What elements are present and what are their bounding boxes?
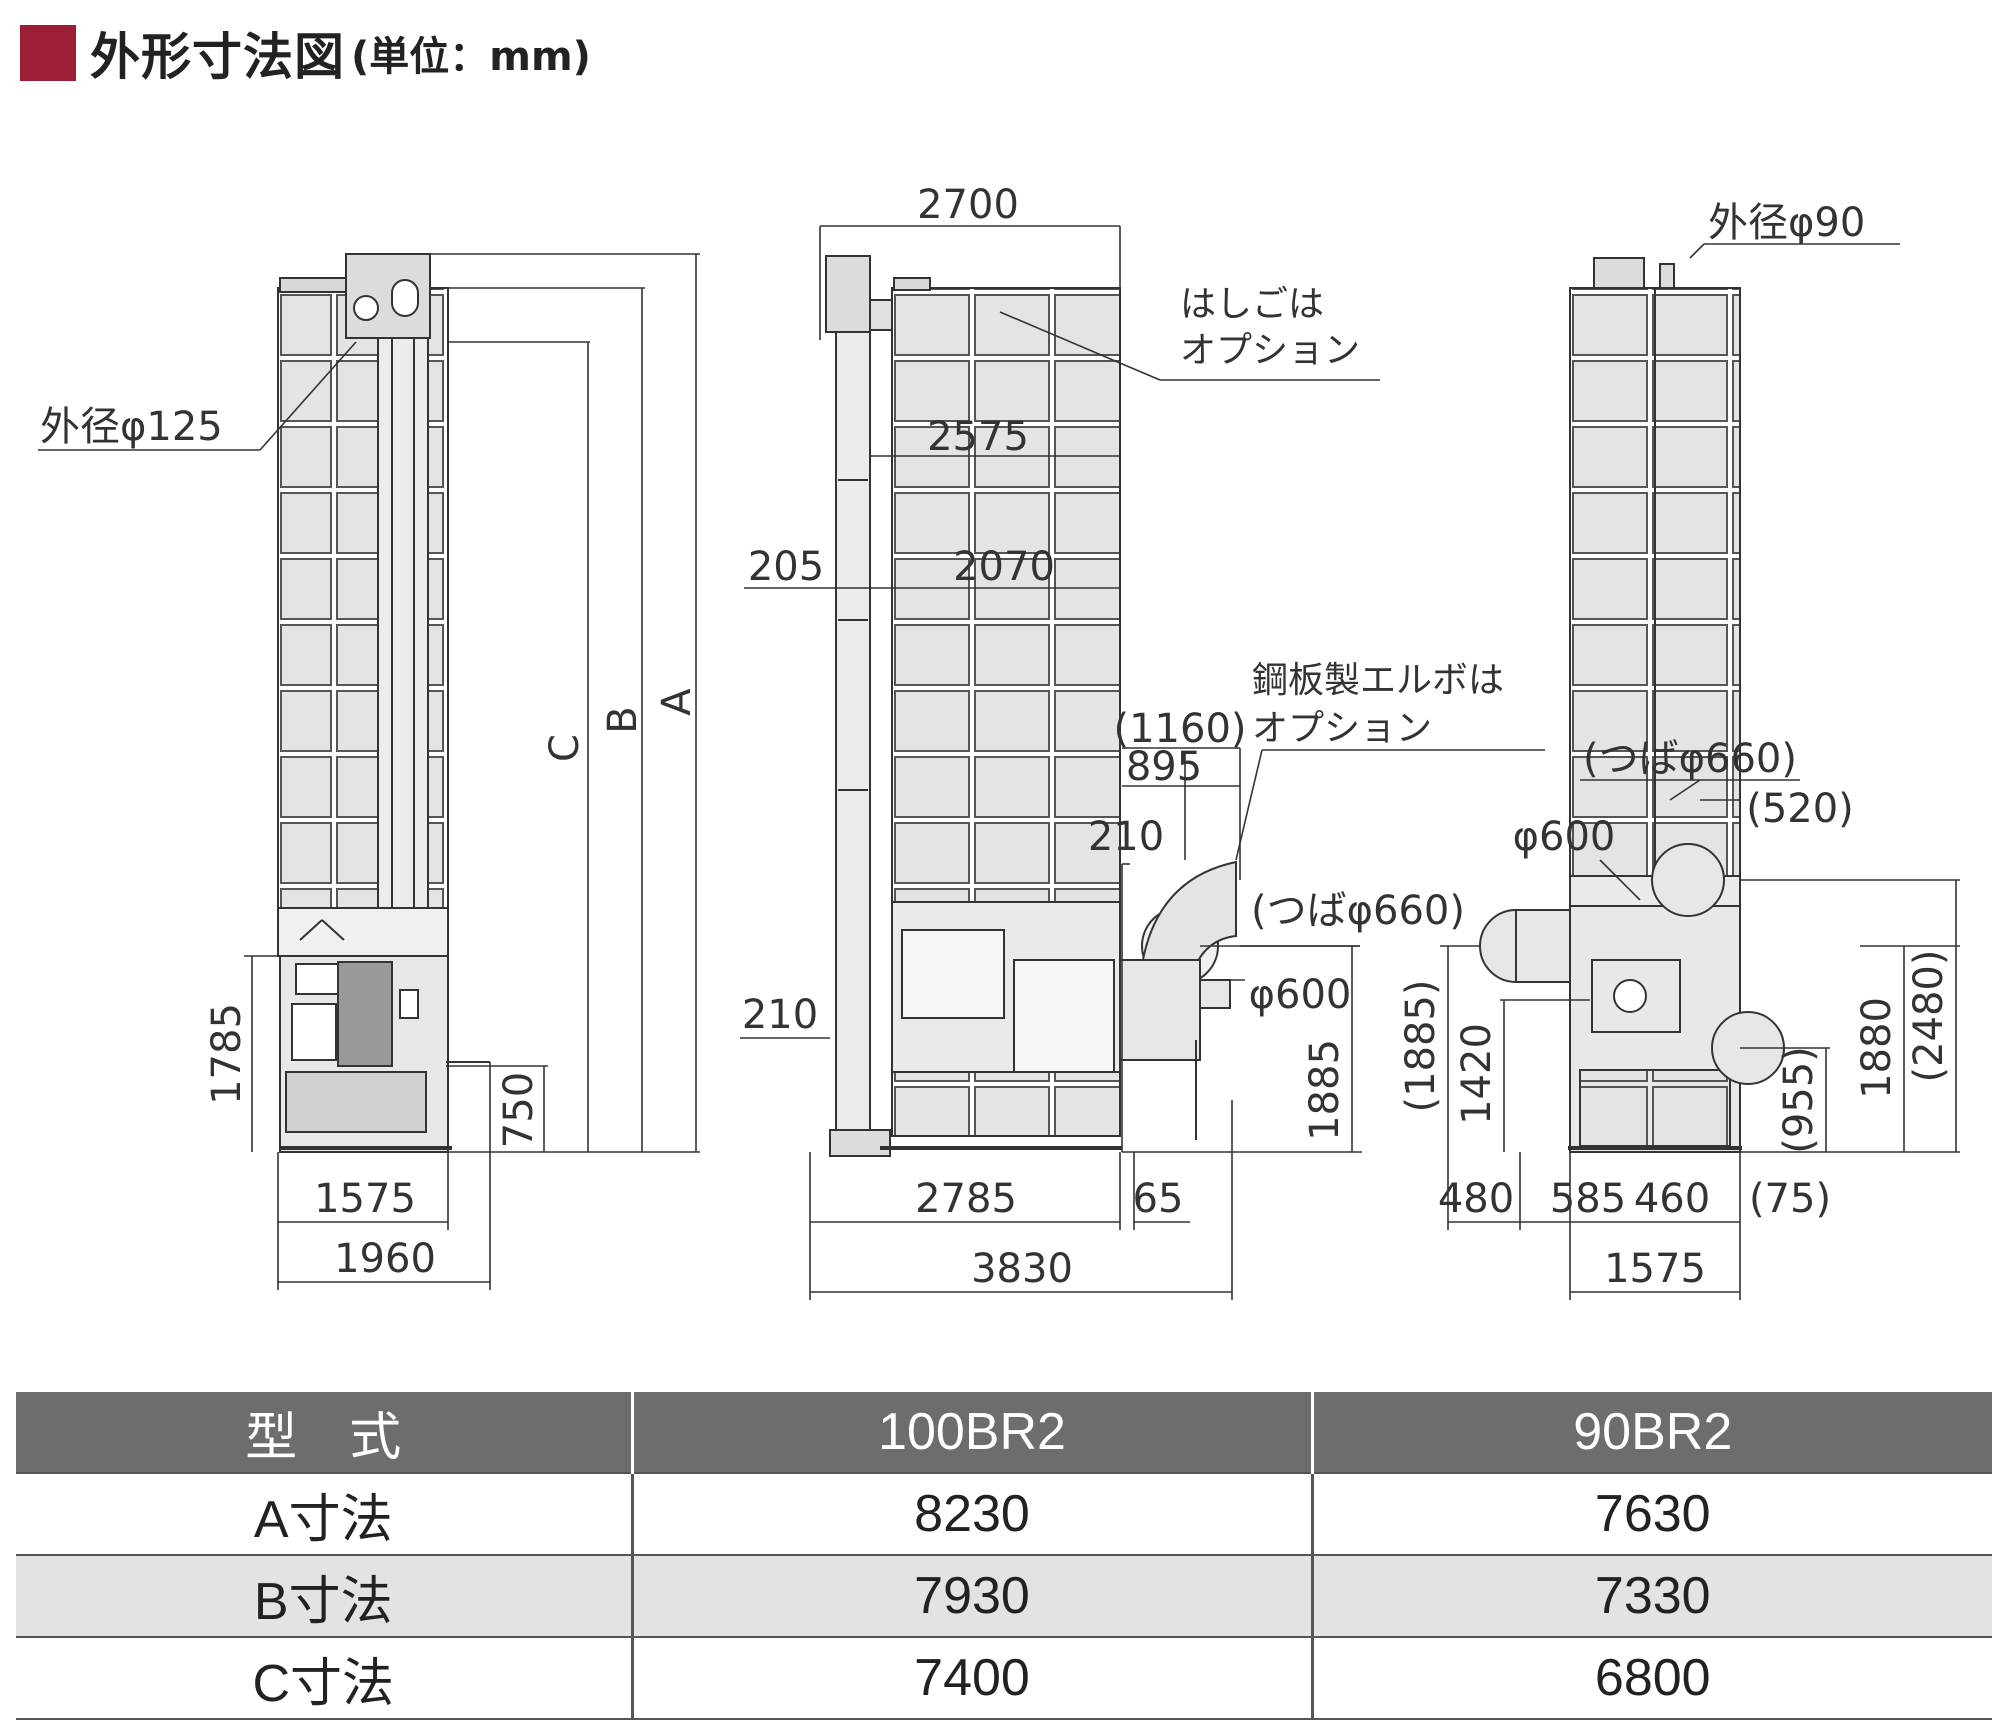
right-dim-585: 585 (1550, 1176, 1626, 1222)
middle-dimensions (740, 225, 1545, 1300)
left-view (277, 253, 490, 1153)
right-dim-1575: 1575 (1604, 1246, 1706, 1292)
row-value-100br2: 8230 (632, 1473, 1314, 1556)
right-callout-duct: 外径φ90 (1708, 200, 1865, 246)
right-dim-460: 460 (1634, 1176, 1710, 1222)
left-label-c: C (542, 734, 588, 762)
row-value-100br2: 7930 (632, 1555, 1314, 1638)
right-view (1479, 257, 1785, 1153)
row-label: B寸法 (16, 1555, 634, 1638)
right-dim-520: (520) (1746, 786, 1854, 832)
row-value-90br2: 7330 (1312, 1555, 1992, 1638)
middle-dim-2785: 2785 (915, 1176, 1017, 1222)
left-dim-1785: 1785 (204, 1003, 250, 1105)
middle-note-ladder-1: はしごは (1180, 284, 1324, 325)
middle-dim-65: 65 (1133, 1176, 1184, 1222)
heading-unit: (単位：mm) (351, 34, 591, 80)
row-label: A寸法 (16, 1473, 634, 1556)
middle-note-ladder-2: オプション (1180, 330, 1360, 371)
middle-dim-phi-600: φ600 (1249, 972, 1352, 1018)
middle-dim-2575: 2575 (927, 414, 1029, 460)
middle-elevator-column (835, 299, 871, 1153)
right-dim-480: 480 (1438, 1176, 1514, 1222)
middle-dim-flange-660: (つばφ660) (1251, 888, 1465, 934)
right-dim-75p: (75) (1749, 1176, 1831, 1222)
middle-dim-3830: 3830 (971, 1246, 1073, 1292)
left-dim-750: 750 (496, 1072, 542, 1148)
right-dimensions (1440, 243, 1960, 1300)
table-row: A寸法 8230 7630 (16, 1473, 1992, 1556)
row-value-90br2: 6800 (1312, 1637, 1992, 1720)
right-dim-phi-600: φ600 (1513, 814, 1616, 860)
left-dim-1575: 1575 (314, 1176, 416, 1222)
table-row: B寸法 7930 7330 (16, 1555, 1992, 1638)
header-model: 型 式 (16, 1392, 634, 1474)
right-dim-1885p: (1885) (1398, 979, 1444, 1112)
spec-table: 型 式 100BR2 90BR2 A寸法 8230 7630 B寸法 7930 … (16, 1392, 1992, 1720)
left-labels: 1575 1960 1785 750 A B C 外径φ125 (40, 404, 700, 1282)
header-100br2: 100BR2 (632, 1392, 1314, 1474)
middle-note-elbow-1: 鋼板製エルボは (1252, 660, 1504, 701)
middle-dim-2070: 2070 (953, 544, 1055, 590)
middle-dim-895: 895 (1126, 744, 1202, 790)
left-callout-duct: 外径φ125 (40, 404, 223, 450)
row-value-90br2: 7630 (1312, 1473, 1992, 1556)
middle-dim-210-fan: 210 (1088, 814, 1164, 860)
right-dim-flange-660: (つばφ660) (1583, 736, 1797, 782)
right-dim-955p: (955) (1776, 1046, 1822, 1154)
middle-dim-1885: 1885 (1302, 1039, 1348, 1141)
left-dimensions (38, 253, 700, 1290)
header-90br2: 90BR2 (1312, 1392, 1992, 1474)
right-dim-1880: 1880 (1854, 997, 1900, 1099)
heading-square-icon (20, 25, 76, 81)
heading: 外形寸法図 (単位：mm) (20, 18, 591, 88)
middle-dim-205: 205 (748, 544, 824, 590)
right-fan-circle-top (1651, 843, 1725, 917)
middle-view (825, 255, 1237, 1157)
row-label: C寸法 (16, 1637, 634, 1720)
row-value-100br2: 7400 (632, 1637, 1314, 1720)
middle-silo-body (891, 287, 1121, 903)
middle-dim-2700: 2700 (917, 182, 1019, 228)
middle-labels: 2700 2575 2070 205 210 (1160) 895 210 (つ… (742, 182, 1504, 1292)
left-dim-1960: 1960 (334, 1236, 436, 1282)
spec-table-header: 型 式 100BR2 90BR2 (16, 1392, 1992, 1474)
middle-note-elbow-2: オプション (1252, 708, 1432, 749)
table-row: C寸法 7400 6800 (16, 1637, 1992, 1720)
middle-dim-210-low: 210 (742, 992, 818, 1038)
right-dim-2480p: (2480) (1906, 949, 1952, 1082)
right-dim-1420: 1420 (1454, 1023, 1500, 1125)
left-label-a: A (654, 688, 700, 716)
left-label-b: B (600, 706, 646, 733)
right-labels: 外径φ90 (つばφ660) (520) φ600 (1885) 1420 (9… (1398, 200, 1952, 1292)
left-top-head (345, 253, 431, 339)
middle-dim-1160: (1160) (1113, 706, 1246, 752)
heading-title: 外形寸法図 (90, 28, 345, 86)
dimension-drawing: 1575 1960 1785 750 A B C 外径φ125 (38, 182, 1960, 1300)
